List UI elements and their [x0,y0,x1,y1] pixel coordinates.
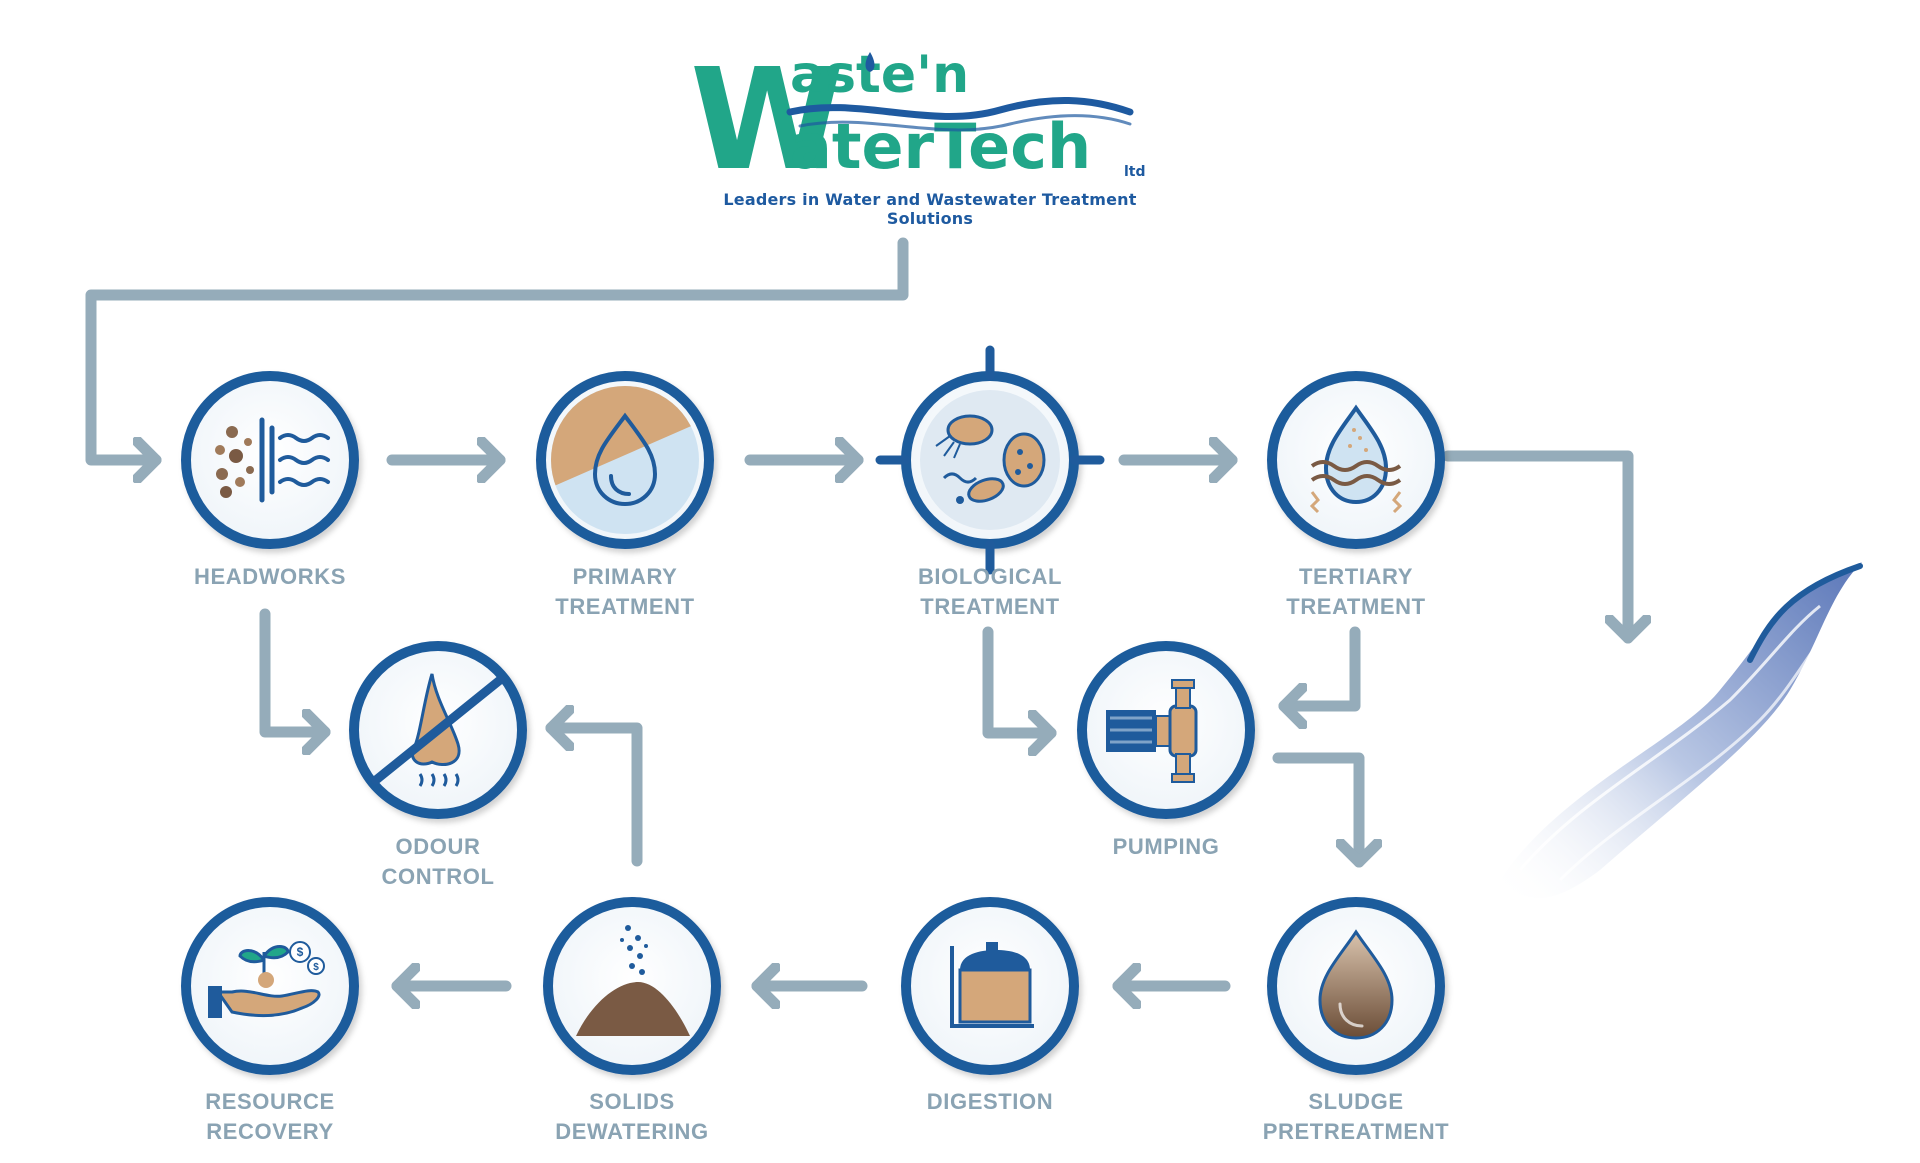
label-pumping-line1: PUMPING [1112,834,1220,859]
arrow-headworks-to-odour [259,608,325,732]
label-resource-line2: RECOVERY [206,1119,334,1144]
node-tertiary [1267,371,1445,549]
label-digestion: DIGESTION [860,1087,1120,1117]
label-odour-line1: ODOUR [395,834,481,859]
svg-text:$: $ [313,962,319,973]
label-biological-line1: BIOLOGICAL [917,564,1063,589]
node-odour [349,641,527,819]
process-nodes: $ $ [181,345,1445,1075]
water-drop-sediment-icon [551,386,699,534]
node-headworks [181,371,359,549]
pump-icon [1106,679,1198,783]
arrow-tertiary-to-pumping [1284,626,1361,706]
label-pumping: PUMPING [1036,832,1296,862]
logo-suffix: ltd [1124,164,1146,180]
node-pumping [1077,641,1255,819]
label-primary-line1: PRIMARY [572,564,678,589]
digester-tank-icon [950,942,1034,1028]
node-primary [536,371,714,549]
label-biological: BIOLOGICAL TREATMENT [860,562,1120,622]
arrow-logo-to-headworks [85,237,909,460]
label-biological-line2: TREATMENT [920,594,1060,619]
microorganisms-icon [875,345,1105,575]
logo-tagline: Leaders in Water and Wastewater Treatmen… [723,190,1137,228]
logo-line1: aste'n [790,45,969,105]
label-solids: SOLIDS DEWATERING [502,1087,762,1147]
label-resource: RESOURCE RECOVERY [140,1087,400,1147]
label-primary: PRIMARY TREATMENT [495,562,755,622]
label-odour: ODOUR CONTROL [308,832,568,892]
svg-text:$: $ [297,945,304,959]
logo: W aste'n aterTech ltd [690,39,1146,202]
arrow-solids-to-odour [551,728,643,867]
label-resource-line1: RESOURCE [205,1089,335,1114]
logo-wave [786,97,1134,120]
label-tertiary: TERTIARY TREATMENT [1226,562,1486,622]
label-solids-line1: SOLIDS [589,1089,675,1114]
label-digestion-line1: DIGESTION [926,1089,1054,1114]
sludge-drop-icon [1318,929,1394,1040]
node-solids [543,897,721,1075]
flow-arrows [85,237,1628,986]
screen-filter-icon [215,417,330,503]
node-sludge [1267,897,1445,1075]
arrow-tertiary-to-river [1442,450,1628,638]
no-odour-nose-icon [371,673,505,787]
hand-plant-money-icon: $ $ [208,941,325,1018]
arrow-biological-to-pumping [982,626,1051,733]
label-solids-line2: DEWATERING [555,1119,709,1144]
solids-pile-icon [576,925,690,1036]
label-odour-line2: CONTROL [381,864,495,889]
filtered-drop-icon [1309,404,1403,514]
logo-initial: W [690,39,844,202]
label-sludge-line1: SLUDGE [1308,1089,1404,1114]
node-digestion [901,897,1079,1075]
node-resource: $ $ [181,897,359,1075]
river-outflow-icon [1500,562,1863,899]
label-sludge-line2: PRETREATMENT [1262,1119,1450,1144]
label-headworks-line1: HEADWORKS [193,564,347,589]
label-primary-line2: TREATMENT [555,594,695,619]
label-tertiary-line2: TREATMENT [1286,594,1426,619]
label-tertiary-line1: TERTIARY [1299,564,1413,589]
arrow-pumping-to-sludge [1272,752,1359,862]
label-sludge: SLUDGE PRETREATMENT [1226,1087,1486,1147]
node-biological [875,345,1105,575]
label-headworks: HEADWORKS [140,562,400,592]
